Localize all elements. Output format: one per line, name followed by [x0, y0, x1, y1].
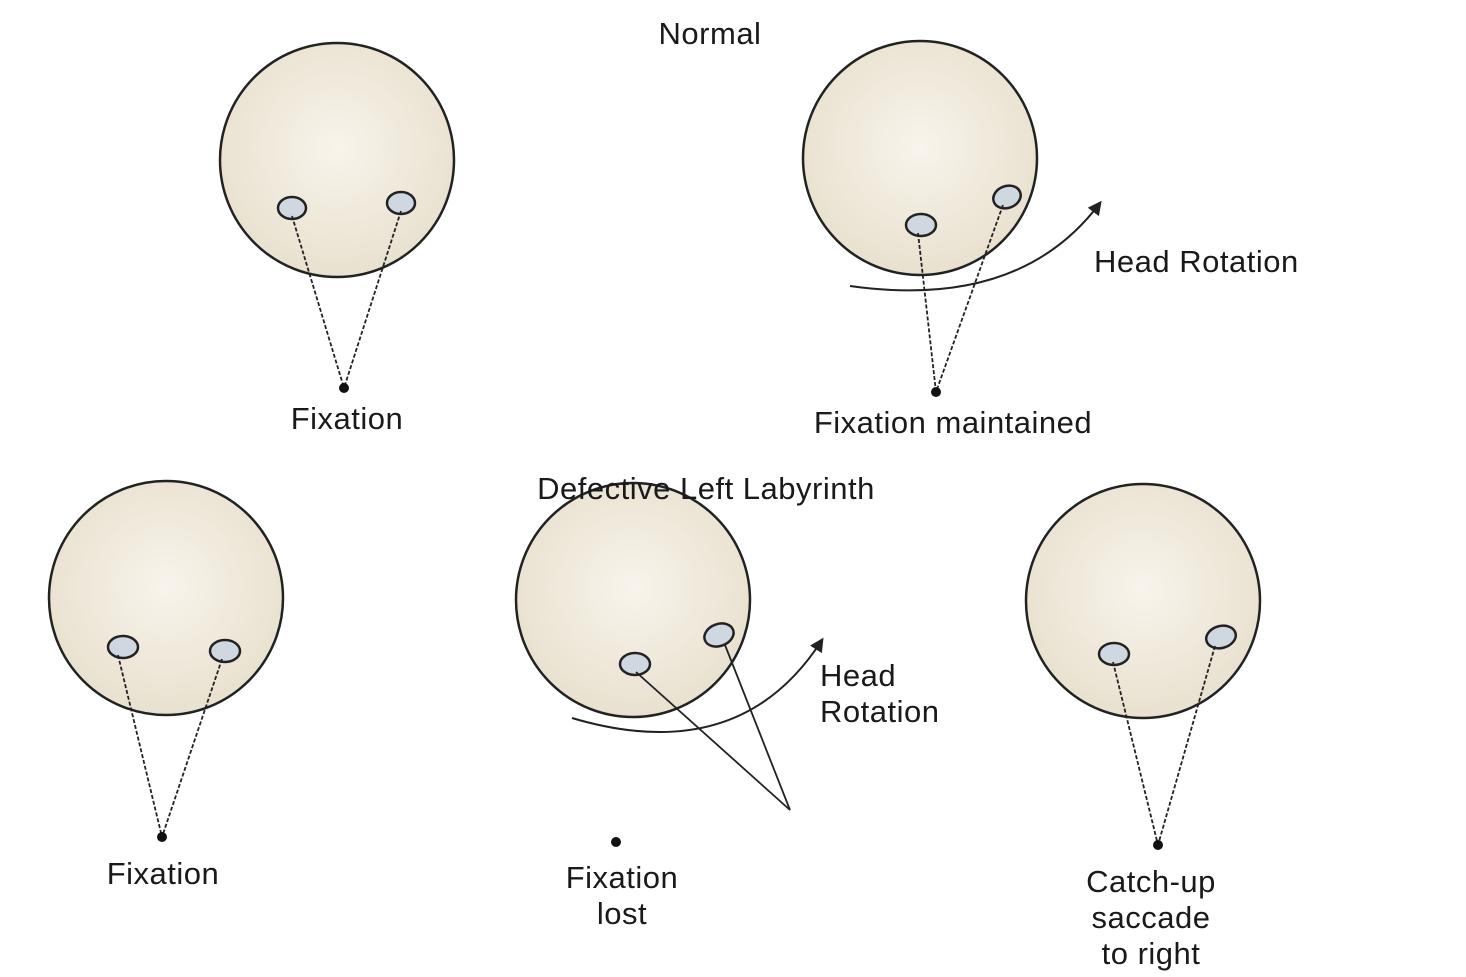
left-eye-icon	[620, 653, 650, 675]
gaze-line-right	[725, 645, 790, 810]
head-rotation-label-line1: Head	[820, 658, 896, 694]
caption-defective-rotated-line1: Fixation	[566, 860, 679, 896]
defective-saccade-panel	[1026, 484, 1260, 850]
head-icon	[1026, 484, 1260, 718]
head-icon	[516, 483, 750, 717]
left-eye-icon	[278, 197, 306, 219]
head-icon	[220, 43, 454, 277]
fixation-target	[339, 383, 349, 393]
lost-fixation-target	[611, 837, 621, 847]
fixation-target	[931, 387, 941, 397]
caption-saccade-line3: to right	[1102, 936, 1201, 972]
caption-defective-rest: Fixation	[107, 856, 220, 892]
left-eye-icon	[108, 636, 138, 658]
fixation-target	[1153, 840, 1163, 850]
defective-rest-panel	[49, 481, 283, 842]
right-eye-icon	[210, 640, 240, 662]
gaze-line-left	[636, 672, 790, 810]
left-eye-icon	[1099, 643, 1129, 665]
caption-saccade-line1: Catch-up	[1086, 864, 1216, 900]
right-eye-icon	[387, 192, 415, 214]
section-heading-defective: Defective Left Labyrinth	[537, 471, 875, 507]
normal-rotated-panel	[803, 41, 1100, 397]
defective-rotated-panel	[516, 483, 822, 847]
caption-normal-rest: Fixation	[291, 401, 404, 437]
head-rotation-label: Head Rotation	[1094, 244, 1299, 280]
head-icon	[49, 481, 283, 715]
caption-saccade-line2: saccade	[1092, 900, 1211, 936]
caption-normal-rotated: Fixation maintained	[814, 405, 1092, 441]
caption-defective-rotated-line2: lost	[597, 896, 647, 932]
section-heading-normal: Normal	[659, 16, 762, 52]
head-rotation-label-line2: Rotation	[820, 694, 939, 730]
normal-rest-panel	[220, 43, 454, 393]
head-icon	[803, 41, 1037, 275]
left-eye-icon	[906, 214, 936, 236]
fixation-target	[157, 832, 167, 842]
